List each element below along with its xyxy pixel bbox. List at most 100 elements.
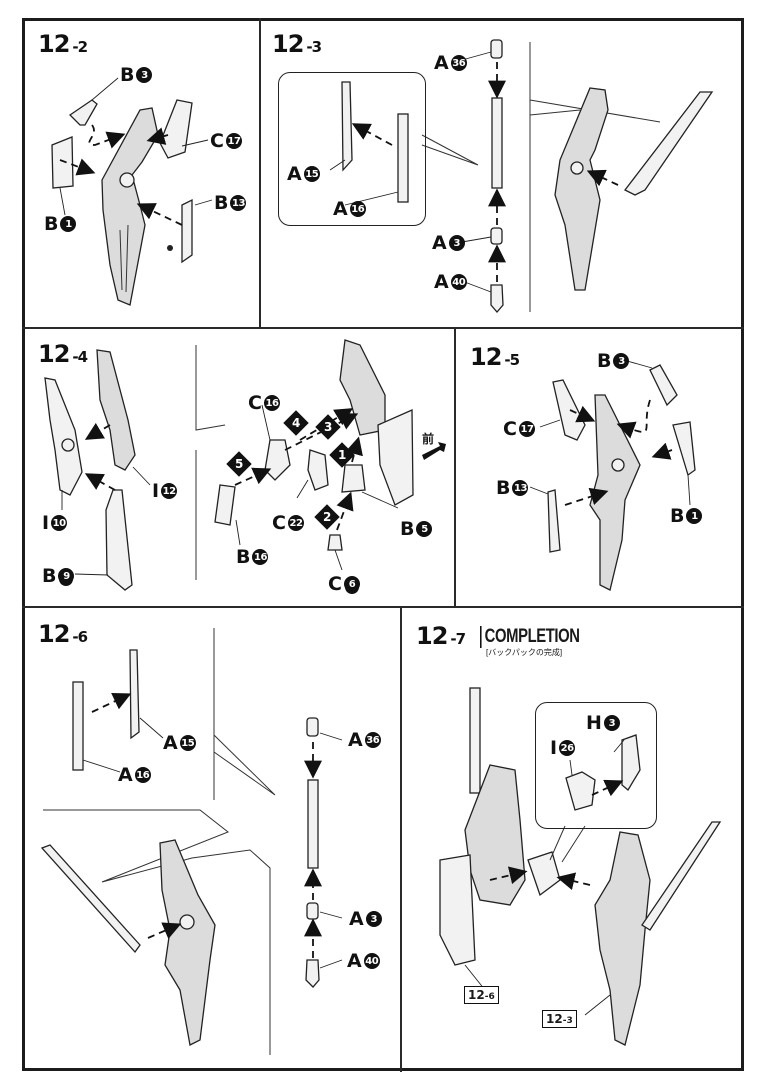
part-a36-6 (306, 717, 319, 737)
runner-letter: B (400, 518, 415, 540)
runner-letter: C (328, 573, 342, 595)
page-frame (22, 18, 744, 1071)
runner-letter: I (152, 480, 160, 502)
part-a40 (490, 284, 504, 313)
runner-letter: A (333, 198, 348, 220)
part-c6 (327, 534, 343, 551)
step-12-2-art (51, 77, 213, 306)
part-number: 36 (450, 55, 467, 71)
part-number: 1 (60, 216, 77, 232)
step-main-number: 12 (470, 343, 502, 371)
step-sub-number: -4 (72, 348, 88, 366)
detail-inset-12-7 (535, 702, 657, 829)
reference-sub-number: -6 (484, 992, 495, 1002)
step-sub-number: -6 (72, 628, 88, 646)
row-divider-2 (22, 606, 744, 608)
part-a16-6 (72, 681, 84, 771)
runner-letter: A (348, 729, 363, 751)
runner-letter: B (236, 546, 251, 568)
part-h3 (621, 734, 641, 791)
runner-letter: B (44, 213, 59, 235)
step-12-7-art (439, 687, 722, 1046)
long-barrel (624, 91, 714, 196)
part-a16 (397, 113, 409, 203)
part-a3-6 (306, 902, 319, 920)
part-number: 16 (134, 767, 151, 783)
part-number: 13 (230, 195, 247, 211)
runner-letter: B (42, 565, 57, 587)
step-12-5-art (529, 358, 696, 591)
step-sub-number: -2 (72, 38, 88, 56)
step-sub-number: -5 (504, 351, 520, 369)
runner-letter: A (434, 271, 449, 293)
barrel-left (469, 687, 481, 794)
joint-center (527, 851, 561, 897)
front-direction-label: 前 (422, 432, 435, 446)
order-marker-number: 4 (291, 415, 301, 430)
order-marker-number: 1 (337, 447, 347, 462)
reference-sub-number: -3 (562, 1016, 573, 1026)
wing-body-7 (594, 831, 651, 1046)
step-main-number: 12 (416, 622, 448, 650)
completion-title: COMPLETION (480, 626, 580, 648)
step-12-4-art (44, 339, 446, 591)
col-divider-row3 (400, 607, 402, 1072)
step-number-12-5: 12-5 (470, 343, 520, 371)
runner-letter: B (597, 350, 612, 372)
wing-body-2 (554, 87, 609, 291)
runner-letter: A (347, 950, 362, 972)
runner-letter: C (210, 130, 224, 152)
reference-main-number: 12 (468, 988, 485, 1002)
order-marker-number: 2 (322, 509, 332, 524)
part-b9 (105, 489, 133, 591)
part-number: 13 (512, 480, 529, 496)
part-i12 (96, 349, 136, 471)
runner-letter: I (550, 737, 558, 759)
part-number: 3 (136, 67, 153, 83)
runner-letter: B (496, 477, 511, 499)
step-sub-number: -7 (450, 630, 466, 648)
wing-body (101, 107, 159, 306)
part-b16 (214, 484, 236, 526)
completion-heading: COMPLETION [バックパックの完成] (480, 626, 608, 658)
runner-letter: B (670, 505, 685, 527)
runner-letter: A (163, 732, 178, 754)
part-b3-r (649, 364, 678, 407)
barrel-right (641, 821, 722, 931)
step-sub-number: -3 (306, 38, 322, 56)
runner-letter: I (42, 512, 50, 534)
part-number: 16 (252, 549, 269, 565)
part-number: 9 (58, 568, 75, 584)
part-number: 15 (179, 735, 196, 751)
runner-letter: A (287, 163, 302, 185)
part-number: 16 (263, 395, 280, 411)
part-i26 (565, 771, 596, 811)
runner-letter: A (432, 232, 447, 254)
step-number-12-7: 12-7 (416, 622, 466, 650)
runner-letter: C (272, 512, 286, 534)
completion-subtitle: [バックパックの完成] (486, 648, 563, 657)
runner-letter: B (214, 192, 229, 214)
step-main-number: 12 (38, 30, 70, 58)
reference-box-12-3: 12-3 (542, 1010, 577, 1028)
part-number: 6 (343, 576, 360, 592)
front-arrow (422, 442, 446, 460)
step-12-6-art (40, 628, 343, 1055)
